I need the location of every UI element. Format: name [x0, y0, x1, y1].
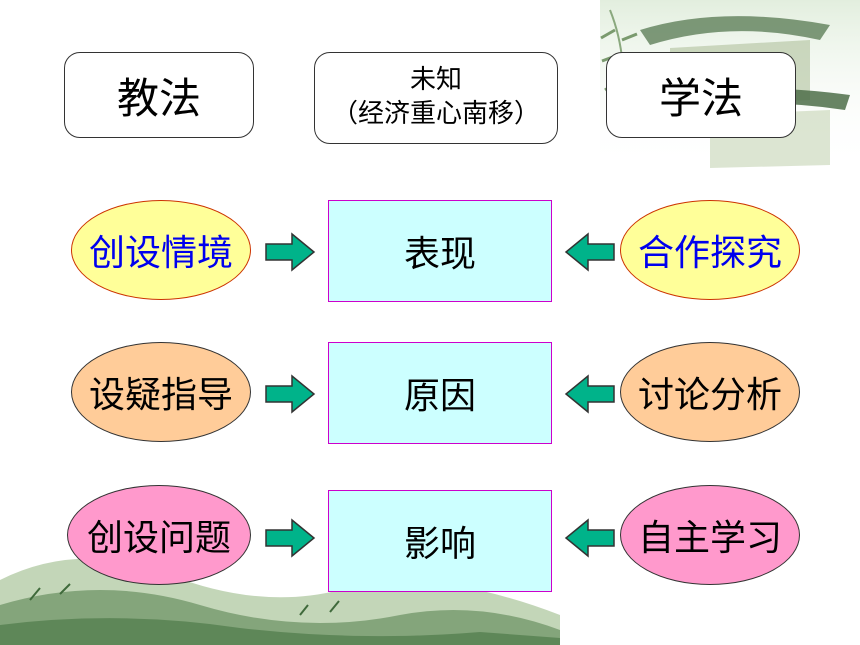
- center-box-3-label: 影响: [403, 524, 476, 565]
- teach-method-label: 教法: [116, 73, 201, 123]
- learn-oval-2-label: 讨论分析: [637, 375, 782, 416]
- teach-oval-1-label: 创设情境: [88, 233, 233, 274]
- left-arrow-icon: [564, 374, 615, 414]
- right-arrow-icon: [265, 232, 316, 272]
- center-box-2-label: 原因: [403, 376, 476, 417]
- unknown-topic-box: 未知 （经济重心南移）: [314, 52, 558, 144]
- left-arrow-icon: [564, 232, 615, 272]
- left-arrow-icon: [564, 518, 615, 558]
- center-box-1: 表现: [328, 200, 552, 302]
- teach-oval-3-label: 创设问题: [86, 518, 231, 559]
- learn-method-label: 学法: [658, 73, 743, 123]
- center-box-2: 原因: [328, 342, 552, 444]
- teach-method-box: 教法: [64, 52, 254, 138]
- learn-oval-2: 讨论分析: [620, 342, 800, 442]
- teach-oval-3: 创设问题: [67, 485, 251, 585]
- teach-oval-1: 创设情境: [71, 200, 251, 300]
- teach-oval-2: 设疑指导: [71, 342, 251, 442]
- learn-oval-1: 合作探究: [620, 200, 800, 300]
- right-arrow-icon: [265, 518, 316, 558]
- teach-oval-2-label: 设疑指导: [88, 375, 233, 416]
- unknown-topic-subtitle: （经济重心南移）: [331, 99, 540, 129]
- learn-method-box: 学法: [606, 52, 796, 138]
- learn-oval-3: 自主学习: [620, 485, 800, 585]
- center-box-1-label: 表现: [403, 234, 476, 275]
- center-box-3: 影响: [328, 490, 552, 592]
- unknown-topic-title: 未知: [409, 65, 462, 96]
- right-arrow-icon: [265, 374, 316, 414]
- learn-oval-1-label: 合作探究: [637, 233, 782, 274]
- learn-oval-3-label: 自主学习: [637, 518, 782, 559]
